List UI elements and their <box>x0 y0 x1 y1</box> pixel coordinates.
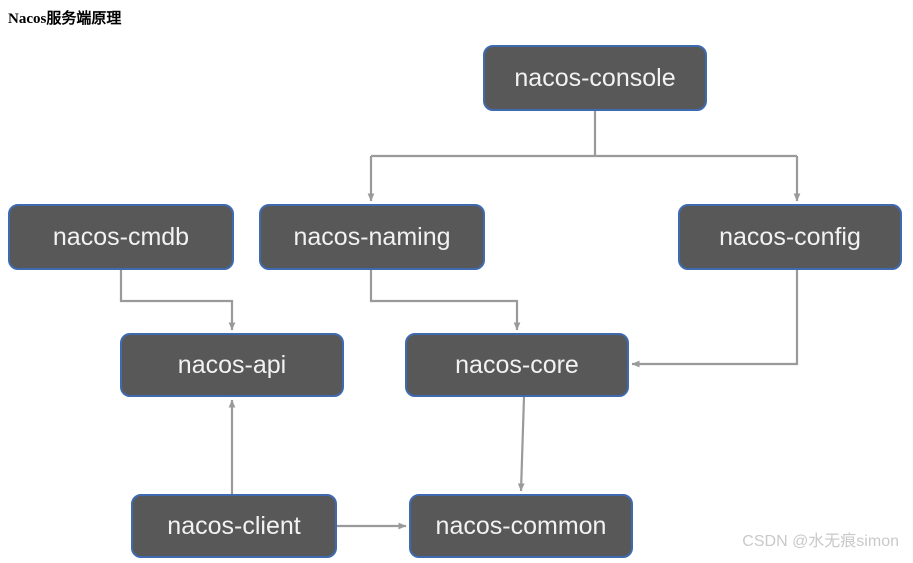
node-nacos-core[interactable]: nacos-core <box>405 333 629 397</box>
node-nacos-cmdb[interactable]: nacos-cmdb <box>8 204 234 270</box>
node-label: nacos-core <box>455 350 579 379</box>
node-label: nacos-naming <box>293 222 451 251</box>
node-label: nacos-api <box>177 350 287 379</box>
node-nacos-console[interactable]: nacos-console <box>483 45 707 111</box>
node-label: nacos-common <box>435 511 607 540</box>
node-nacos-config[interactable]: nacos-config <box>678 204 902 270</box>
edge-naming-to-core <box>369 270 521 331</box>
page-title: Nacos服务端原理 <box>8 11 122 27</box>
edge-core-to-common <box>517 396 526 492</box>
node-label: nacos-console <box>514 63 676 92</box>
node-label: nacos-client <box>167 511 301 540</box>
node-label: nacos-config <box>719 222 861 251</box>
node-nacos-naming[interactable]: nacos-naming <box>259 204 485 270</box>
edge-config-to-core <box>631 270 799 368</box>
edge-cmdb-to-api <box>119 270 236 331</box>
node-nacos-common[interactable]: nacos-common <box>409 494 633 558</box>
node-label: nacos-cmdb <box>52 222 190 251</box>
watermark: CSDN @水无痕simon <box>742 533 899 550</box>
node-nacos-api[interactable]: nacos-api <box>120 333 344 397</box>
node-nacos-client[interactable]: nacos-client <box>131 494 337 558</box>
